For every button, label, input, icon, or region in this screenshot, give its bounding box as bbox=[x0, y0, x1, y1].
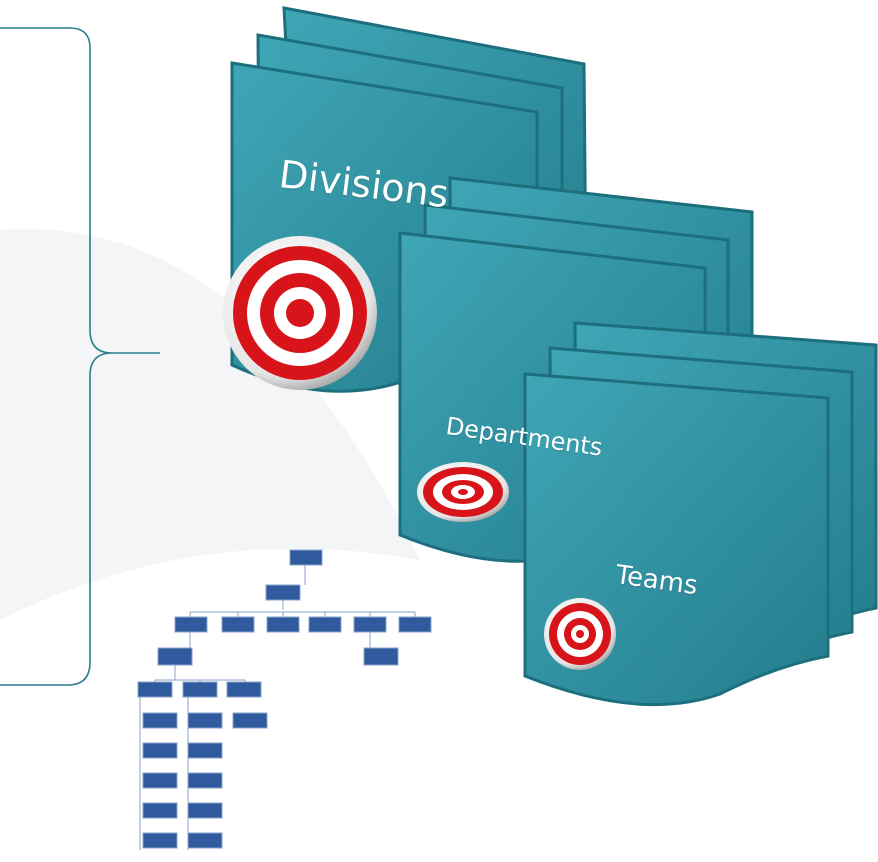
org-box bbox=[142, 742, 178, 759]
org-box bbox=[182, 681, 218, 698]
org-box bbox=[232, 712, 268, 729]
org-box bbox=[266, 616, 300, 633]
org-box bbox=[187, 802, 223, 819]
org-box bbox=[226, 681, 262, 698]
org-box bbox=[221, 616, 255, 633]
org-box bbox=[174, 616, 208, 633]
departments-target-icon bbox=[417, 462, 509, 522]
background-swoosh bbox=[0, 228, 420, 620]
org-box bbox=[289, 549, 323, 566]
teams-stack bbox=[523, 321, 878, 707]
org-box bbox=[363, 647, 399, 666]
curly-brace bbox=[0, 27, 160, 686]
org-box bbox=[157, 647, 193, 666]
org-box bbox=[142, 712, 178, 729]
org-box bbox=[265, 584, 301, 601]
org-box bbox=[187, 742, 223, 759]
org-chart-thumbnail bbox=[137, 549, 432, 850]
org-box bbox=[187, 712, 223, 729]
org-box bbox=[142, 832, 178, 849]
teams-target-icon bbox=[544, 598, 616, 670]
org-box bbox=[398, 616, 432, 633]
org-box bbox=[142, 772, 178, 789]
org-box bbox=[308, 616, 342, 633]
divisions-target-icon bbox=[223, 236, 377, 390]
org-box bbox=[353, 616, 387, 633]
org-box bbox=[142, 802, 178, 819]
org-box bbox=[187, 772, 223, 789]
org-box bbox=[137, 681, 173, 698]
org-box bbox=[187, 832, 223, 849]
